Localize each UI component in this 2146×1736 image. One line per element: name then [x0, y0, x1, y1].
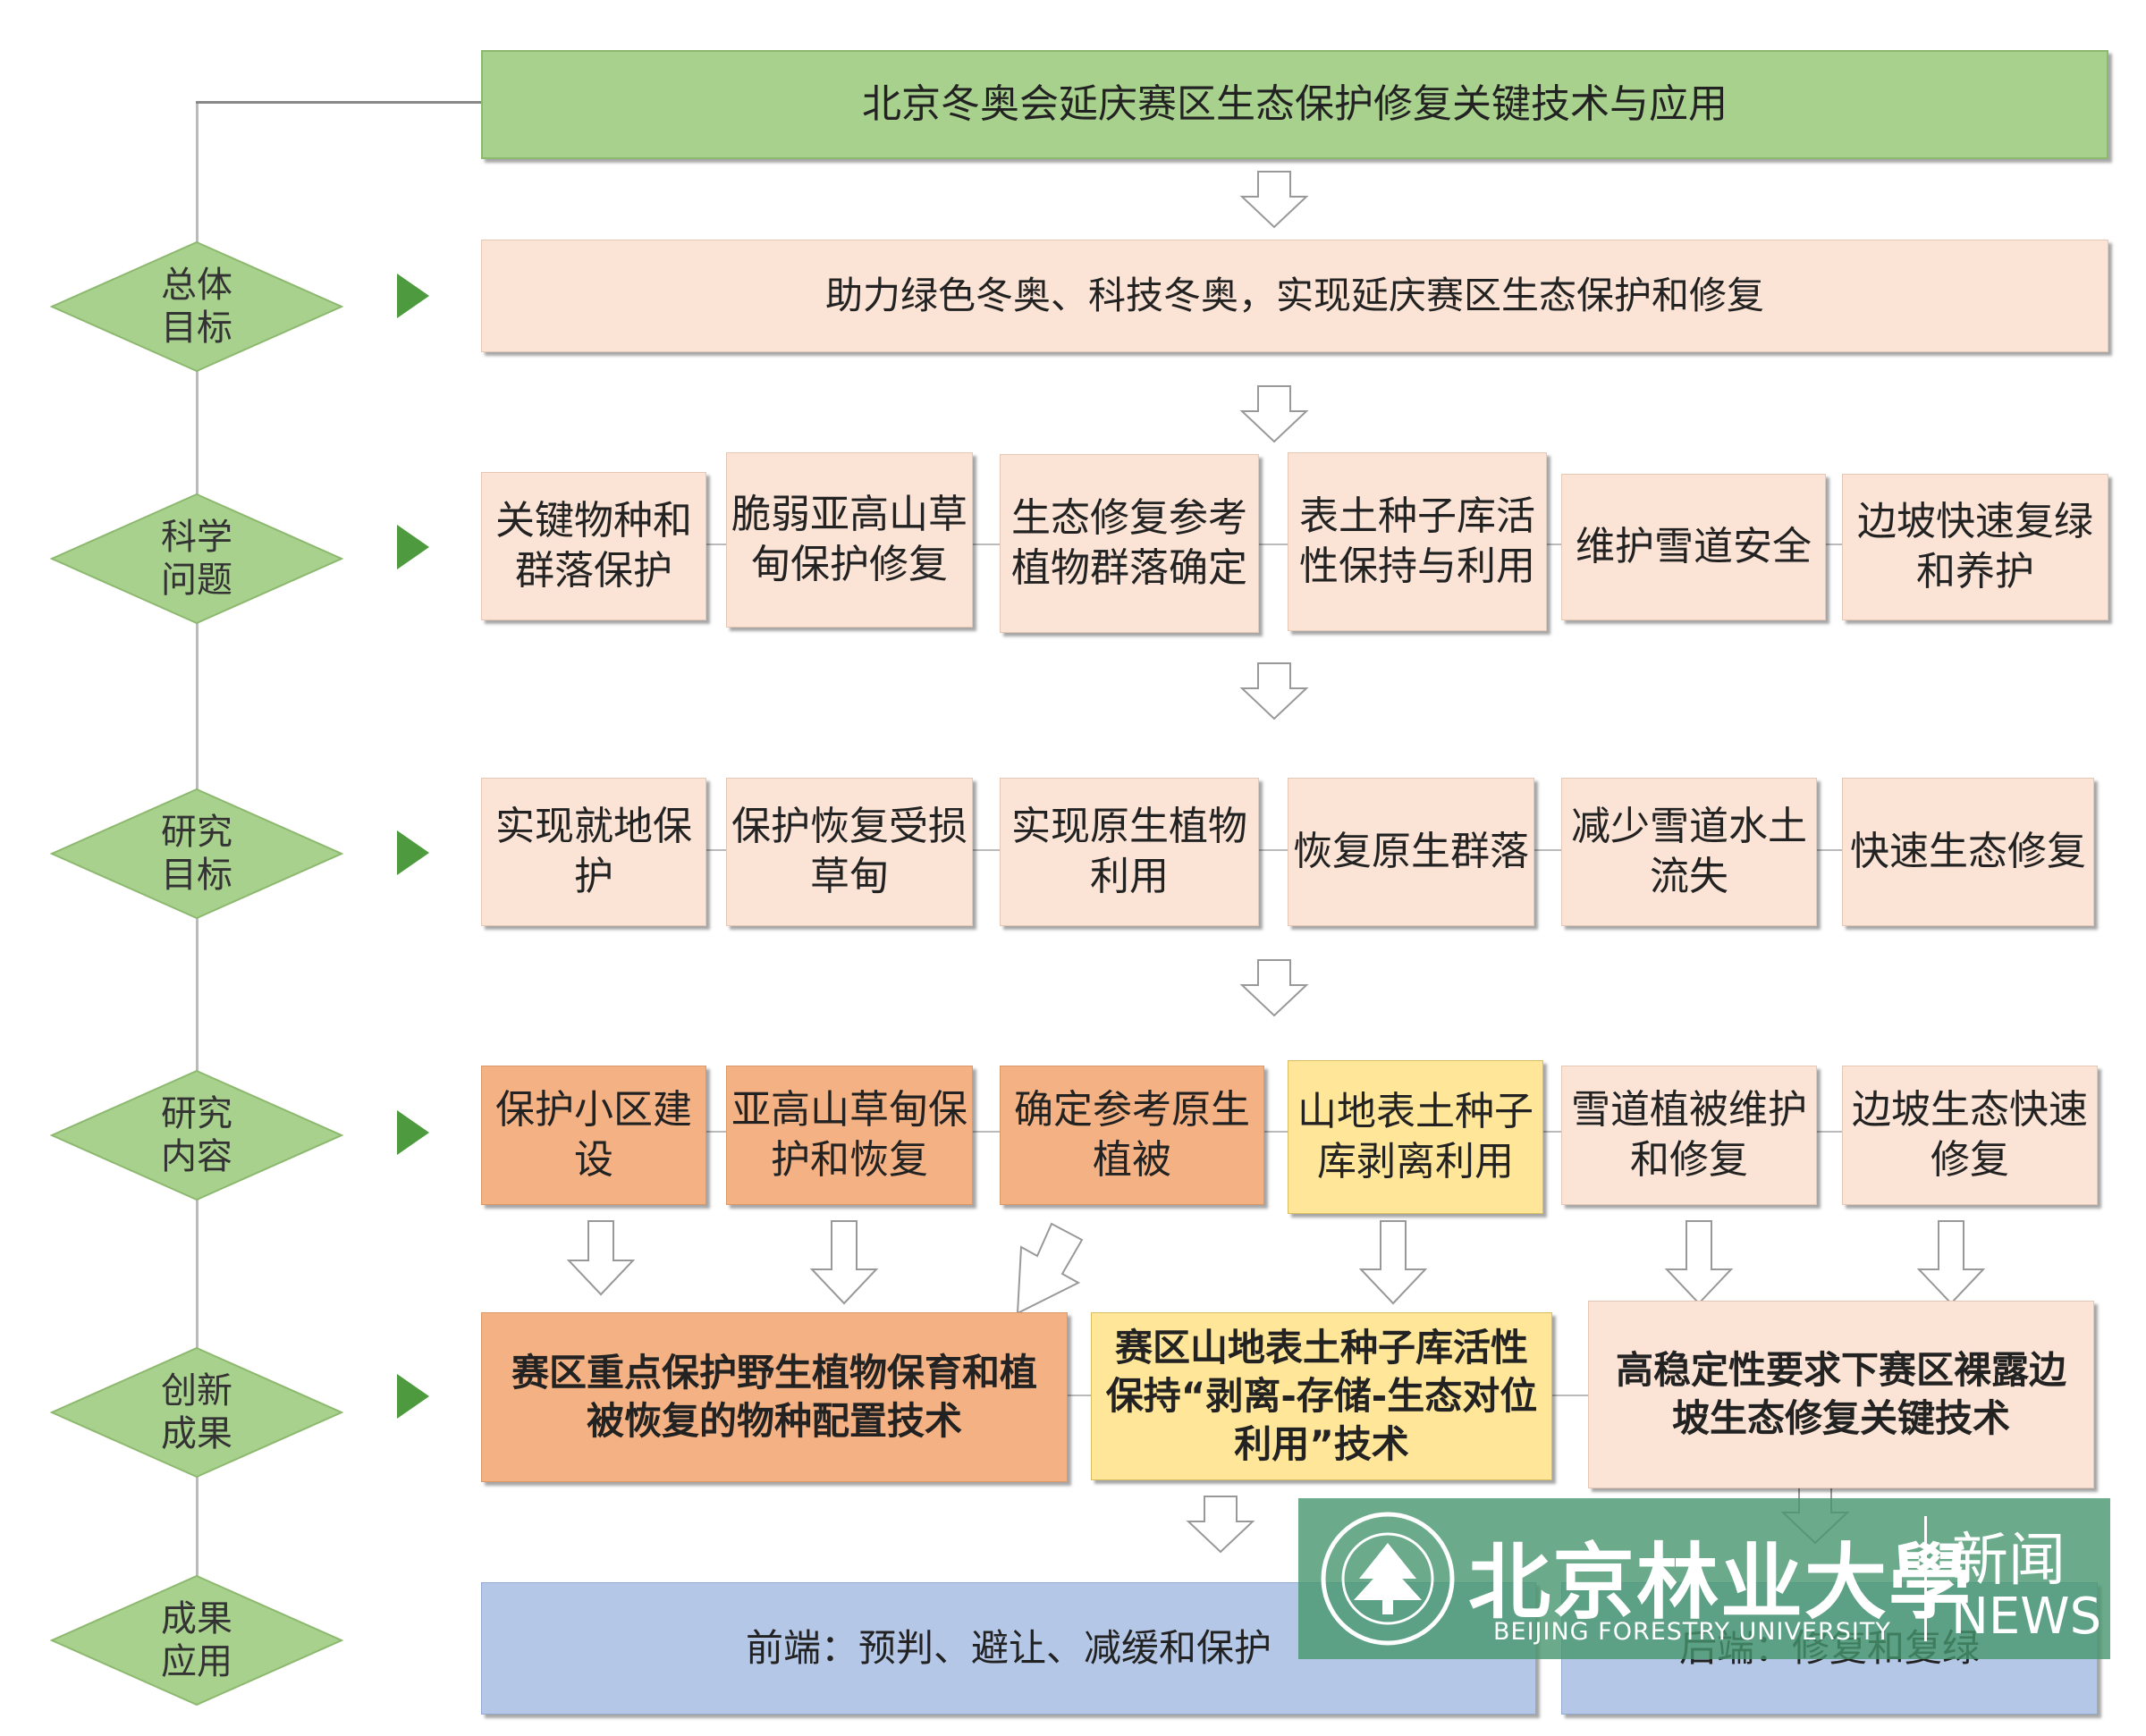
university-seal-icon — [1321, 1512, 1455, 1646]
research-goal-box: 快速生态修复 — [1842, 778, 2094, 926]
diamond-shape — [49, 493, 344, 625]
research-goal-box: 实现原生植物利用 — [1000, 778, 1259, 926]
side-label-application: 成果应用 — [49, 1573, 344, 1707]
research-content-text: 山地表土种子库剥离利用 — [1297, 1088, 1533, 1184]
pointer-triangle-icon — [397, 525, 429, 569]
science-issue-box: 关键物种和群落保护 — [481, 472, 706, 620]
research-goal-text: 保护恢复受损草甸 — [731, 803, 967, 899]
overall-goal-box: 助力绿色冬奥、科技冬奥，实现延庆赛区生态保护和修复 — [481, 240, 2108, 352]
side-label-science-issue: 科学问题 — [49, 492, 344, 626]
side-label-line1: 研究 — [161, 812, 232, 853]
top-connector-line — [196, 101, 482, 104]
diamond-shape — [49, 240, 344, 373]
science-issue-text: 关键物种和群落保护 — [495, 497, 692, 594]
down-arrow-icon — [1186, 1496, 1255, 1554]
science-issue-box: 生态修复参考植物群落确定 — [1000, 454, 1259, 633]
diamond-shape — [49, 1574, 344, 1707]
research-goal-text: 减少雪道水土流失 — [1571, 803, 1807, 899]
research-content-box: 山地表土种子库剥离利用 — [1288, 1060, 1543, 1214]
application-front-text: 前端：预判、避让、减缓和保护 — [745, 1626, 1272, 1671]
innovation-text: 赛区山地表土种子库活性保持“剥离-存储-生态对位利用”技术 — [1105, 1326, 1538, 1466]
research-goal-text: 实现就地保护 — [495, 803, 692, 899]
down-arrow-icon — [566, 1220, 636, 1296]
research-goal-box: 保护恢复受损草甸 — [726, 778, 973, 926]
side-label-line1: 创新 — [161, 1370, 232, 1412]
innovation-text: 高稳定性要求下赛区裸露边坡生态修复关键技术 — [1615, 1348, 2066, 1440]
research-content-box: 边坡生态快速修复 — [1842, 1066, 2098, 1205]
side-label-line2: 应用 — [161, 1641, 232, 1682]
science-issue-text: 边坡快速复绿和养护 — [1857, 498, 2093, 594]
research-content-text: 亚高山草甸保护和恢复 — [731, 1086, 967, 1183]
pointer-triangle-icon — [397, 1110, 429, 1155]
science-issue-box: 脆弱亚高山草甸保护修复 — [726, 452, 973, 628]
down-arrow-icon — [809, 1220, 879, 1305]
research-goal-box: 实现就地保护 — [481, 778, 706, 926]
side-label-line2: 问题 — [161, 560, 232, 601]
research-content-text: 雪道植被维护和修复 — [1571, 1086, 1807, 1183]
watermark-news-cn: 新闻 — [1951, 1528, 2066, 1594]
research-content-text: 确定参考原生植被 — [1014, 1086, 1250, 1183]
watermark-school-cn: 北京林业大學 — [1468, 1534, 1973, 1631]
innovation-box: 高稳定性要求下赛区裸露边坡生态修复关键技术 — [1588, 1301, 2094, 1488]
research-goal-text: 快速生态修复 — [1850, 828, 2086, 874]
research-content-box: 确定参考原生植被 — [1000, 1066, 1264, 1205]
side-label-line2: 目标 — [161, 855, 232, 896]
side-label-innovation: 创新成果 — [49, 1345, 344, 1479]
university-watermark: 北京林业大學 BEIJING FORESTRY UNIVERSITY 新闻 NE… — [1298, 1498, 2110, 1659]
down-arrow-icon — [1664, 1220, 1734, 1305]
down-arrow-icon — [1916, 1220, 1986, 1305]
pointer-triangle-icon — [397, 274, 429, 318]
research-goal-box: 恢复原生群落 — [1288, 778, 1534, 926]
science-issue-text: 表土种子库活性保持与利用 — [1299, 493, 1535, 589]
side-label-line2: 成果 — [161, 1413, 232, 1454]
diamond-shape — [49, 788, 344, 920]
science-issue-text: 脆弱亚高山草甸保护修复 — [731, 491, 967, 587]
innovation-box: 赛区山地表土种子库活性保持“剥离-存储-生态对位利用”技术 — [1091, 1312, 1552, 1480]
science-issue-box: 表土种子库活性保持与利用 — [1288, 452, 1547, 631]
research-content-box: 雪道植被维护和修复 — [1561, 1066, 1817, 1205]
title-text: 北京冬奥会延庆赛区生态保护修复关键技术与应用 — [862, 80, 1728, 127]
side-label-line2: 目标 — [161, 308, 232, 349]
down-arrow-icon — [1239, 171, 1309, 229]
science-issue-box: 维护雪道安全 — [1561, 474, 1826, 620]
research-content-box: 亚高山草甸保护和恢复 — [726, 1066, 973, 1205]
side-label-line1: 成果 — [161, 1598, 232, 1639]
research-goal-text: 恢复原生群落 — [1293, 828, 1529, 874]
research-content-text: 边坡生态快速修复 — [1852, 1086, 2088, 1183]
research-content-text: 保护小区建设 — [495, 1086, 692, 1183]
pointer-triangle-icon — [397, 1374, 429, 1419]
side-label-research-goal: 研究目标 — [49, 787, 344, 921]
research-goal-text: 实现原生植物利用 — [1011, 803, 1247, 899]
innovation-text: 赛区重点保护野生植物保育和植被恢复的物种配置技术 — [511, 1351, 1037, 1443]
side-label-line2: 内容 — [161, 1136, 232, 1177]
watermark-separator — [1924, 1516, 1927, 1641]
side-label-line1: 科学 — [161, 517, 232, 558]
pointer-triangle-icon — [397, 830, 429, 875]
title-box: 北京冬奥会延庆赛区生态保护修复关键技术与应用 — [481, 50, 2108, 159]
diagonal-arrow-icon — [1016, 1222, 1084, 1315]
down-arrow-icon — [1239, 959, 1309, 1017]
diamond-shape — [49, 1069, 344, 1201]
science-issue-text: 维护雪道安全 — [1576, 523, 1812, 569]
innovation-box: 赛区重点保护野生植物保育和植被恢复的物种配置技术 — [481, 1312, 1068, 1482]
diamond-shape — [49, 1346, 344, 1479]
down-arrow-icon — [1239, 662, 1309, 721]
watermark-news-en: NEWS — [1951, 1588, 2102, 1646]
watermark-school-en: BEIJING FORESTRY UNIVERSITY — [1493, 1618, 1891, 1646]
side-label-overall-goal: 总体目标 — [49, 240, 344, 374]
science-issue-box: 边坡快速复绿和养护 — [1842, 474, 2108, 620]
side-label-research-content: 研究内容 — [49, 1068, 344, 1202]
overall-goal-text: 助力绿色冬奥、科技冬奥，实现延庆赛区生态保护和修复 — [824, 274, 1764, 318]
down-arrow-icon — [1358, 1220, 1428, 1305]
side-label-line1: 研究 — [161, 1093, 232, 1134]
science-issue-text: 生态修复参考植物群落确定 — [1011, 494, 1247, 591]
research-content-box: 保护小区建设 — [481, 1066, 706, 1205]
side-label-line1: 总体 — [161, 265, 232, 306]
research-goal-box: 减少雪道水土流失 — [1561, 778, 1817, 926]
down-arrow-icon — [1239, 385, 1309, 443]
